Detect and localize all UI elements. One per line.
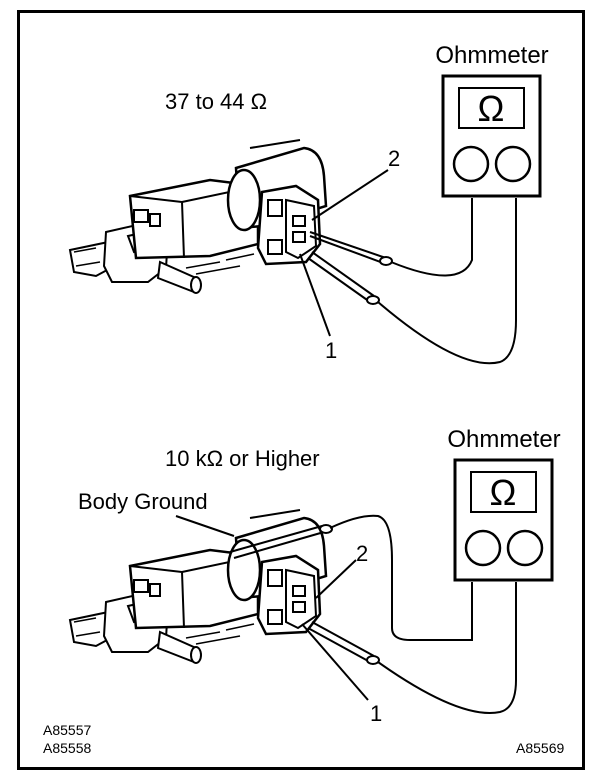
upper-lead-1 (377, 198, 517, 365)
lower-terminal-2-label: 2 (356, 541, 368, 566)
upper-terminal-1-label: 1 (325, 338, 337, 363)
upper-probe-2 (309, 231, 387, 259)
lower-callout-1 (301, 623, 369, 701)
upper-ohm-symbol: Ω (478, 88, 505, 129)
ground-callout (175, 515, 235, 537)
figure-code-right: A85569 (516, 740, 564, 756)
upper-probe-1 (311, 251, 375, 297)
lower-vsv-valve (68, 508, 328, 665)
lower-terminal-1-label: 1 (370, 701, 382, 726)
upper-callout-1 (299, 253, 331, 337)
lower-lead-1 (377, 582, 517, 714)
figure-code-left-bottom: A85558 (43, 740, 91, 756)
ground-probe (229, 525, 323, 553)
upper-diagram: Ohmmeter Ω 37 to 44 Ω 2 1 (68, 42, 549, 365)
lower-probe-1 (311, 621, 375, 657)
upper-spec: 37 to 44 Ω (165, 89, 267, 114)
upper-terminal-2-label: 2 (388, 146, 400, 171)
upper-meter-title: Ohmmeter (435, 42, 548, 69)
upper-lead-2 (390, 198, 473, 277)
lower-callout-2 (315, 559, 357, 599)
lower-diagram: Ohmmeter Ω 10 kΩ or Higher Body Ground 2… (68, 426, 561, 726)
lower-spec: 10 kΩ or Higher (165, 446, 320, 471)
figure-code-left-top: A85557 (43, 722, 91, 738)
ground-lead (329, 514, 473, 641)
upper-vsv-valve (68, 138, 328, 295)
body-ground-label: Body Ground (78, 489, 208, 514)
lower-ohm-symbol: Ω (490, 472, 517, 513)
lower-meter-title: Ohmmeter (447, 426, 560, 453)
upper-callout-2 (311, 169, 389, 221)
